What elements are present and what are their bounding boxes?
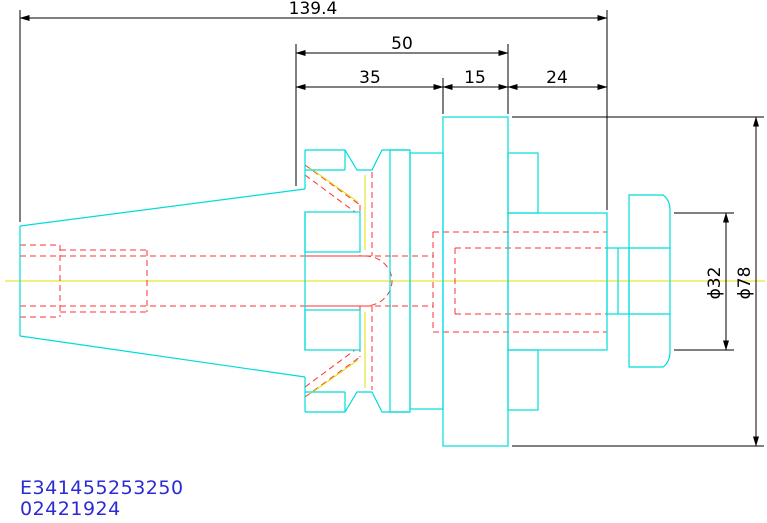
order-number: E341455253250 — [20, 477, 184, 499]
dim-flange-diameter: ϕ78 — [735, 267, 755, 300]
part-code-block: E341455253250 02421924 — [20, 478, 184, 520]
dim-flange-width: 15 — [464, 68, 486, 88]
reference-number: 02421924 — [20, 498, 121, 520]
dimension-lines — [19, 10, 764, 447]
part-outline — [19, 116, 671, 447]
hidden-lines — [20, 164, 607, 398]
dim-nose-diameter: ϕ32 — [705, 267, 725, 300]
dim-flange-to-end: 50 — [391, 34, 413, 54]
groove-accent-lines — [309, 167, 366, 395]
dim-collet-length: 24 — [546, 68, 568, 88]
dim-taper-section: 35 — [359, 68, 381, 88]
dim-overall-length: 139.4 — [289, 0, 338, 19]
